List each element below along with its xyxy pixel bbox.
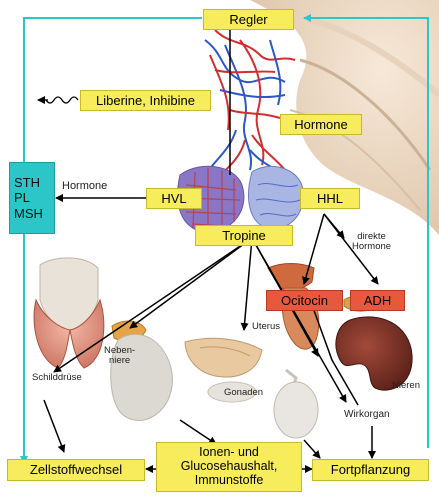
fortpflanzung-box: Fortpflanzung (312, 459, 429, 481)
msh-label: MSH (14, 206, 43, 222)
regler-box: Regler (203, 9, 294, 30)
liberine-inhibine-box: Liberine, Inhibine (80, 90, 211, 111)
zellstoffwechsel-box: Zellstoffwechsel (7, 459, 145, 481)
neben-line2: niere (104, 356, 135, 366)
testis-illustration (274, 370, 318, 438)
nieren-label: Nieren (392, 381, 420, 391)
uterus-label: Uterus (252, 322, 280, 332)
ionen-line3: Immunstoffe (195, 474, 264, 488)
direkte-hormone-label: direkte Hormone (352, 232, 391, 252)
schilddruese-label: Schilddrüse (32, 373, 82, 383)
adrenal-illustration (111, 321, 173, 420)
signal-wave (38, 97, 78, 103)
hhl-box: HHL (300, 188, 360, 209)
nebenniere-label: Neben- niere (104, 346, 135, 366)
vessel-network (205, 30, 295, 185)
ionen-glucose-box: Ionen- und Glucosehaushalt, Immunstoffe (156, 442, 302, 492)
pl-label: PL (14, 190, 30, 206)
gonaden-label: Gonaden (224, 388, 263, 398)
hormone-arrow-label: Hormone (62, 181, 107, 193)
tropine-box: Tropine (195, 225, 293, 246)
sth-pl-msh-box: STH PL MSH (9, 162, 55, 234)
hvl-box: HVL (146, 188, 202, 209)
adh-box: ADH (350, 290, 405, 311)
hormone-box: Hormone (280, 114, 362, 135)
ionen-line2: Glucosehaushalt, (181, 460, 278, 474)
wirkorgan-label: Wirkorgan (344, 410, 390, 421)
thyroid-illustration (34, 258, 104, 368)
direkte-line2: Hormone (352, 242, 391, 252)
ionen-line1: Ionen- und (199, 446, 259, 460)
sth-label: STH (14, 175, 40, 191)
ocitocin-box: Ocitocin (266, 290, 343, 311)
